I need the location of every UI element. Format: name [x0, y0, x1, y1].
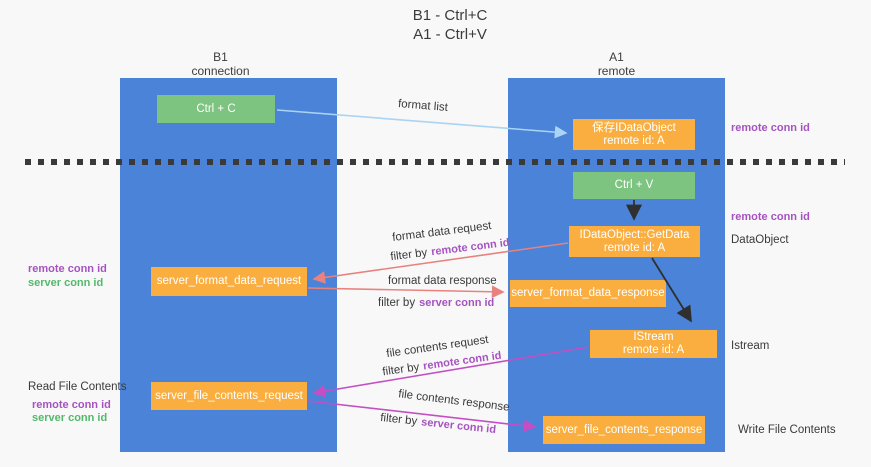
node-file-request-label: server_file_contents_request — [155, 389, 303, 402]
annotation-istream: Istream — [731, 340, 770, 352]
lifeline-header-a1: A1 remote — [524, 50, 709, 78]
annotation-left-mid-remote-conn-id: remote conn id — [28, 263, 107, 275]
diagram-title: B1 - Ctrl+C A1 - Ctrl+V — [350, 6, 550, 44]
annotation-right-top-remote-conn-id: remote conn id — [731, 122, 810, 134]
edge-label-format-list: format list — [398, 98, 449, 114]
node-format-request-label: server_format_data_request — [156, 275, 302, 287]
annotation-dataobject: DataObject — [731, 234, 789, 246]
filter-by-text: filter by — [378, 297, 416, 309]
node-ctrl-c-label: Ctrl + C — [196, 102, 236, 115]
node-server-file-contents-response: server_file_contents_response — [543, 416, 705, 444]
node-save-idataobject: 保存IDataObject remote id: A — [573, 119, 695, 150]
edge-label-filter-server-2: filter by server conn id — [380, 412, 497, 436]
format-list-text: format list — [397, 98, 449, 114]
lifeline-header-b1: B1 connection — [128, 50, 313, 78]
node-server-format-data-response: server_format_data_response — [510, 280, 666, 307]
annotation-read-file-contents: Read File Contents — [28, 381, 127, 393]
annotation-left-mid-server-conn-id: server conn id — [28, 277, 104, 289]
edge-label-filter-server-1: filter by server conn id — [378, 297, 494, 309]
filter-by-text: filter by — [381, 361, 421, 379]
node-istream: IStream remote id: A — [590, 330, 717, 358]
lifeline-b1-title: B1 — [213, 50, 228, 64]
node-format-response-label: server_format_data_response — [511, 287, 665, 299]
lifeline-b1-subtitle: connection — [191, 64, 250, 78]
node-file-response-label: server_file_contents_response — [545, 423, 703, 436]
node-ctrl-v-label: Ctrl + V — [614, 179, 654, 191]
arrow-format-data-response — [307, 285, 505, 299]
server-conn-id-text: server conn id — [420, 416, 497, 437]
server-conn-id-text: server conn id — [419, 297, 495, 309]
annotation-left-bottom-remote-conn-id: remote conn id — [32, 399, 111, 411]
annotation-right-mid-remote-conn-id: remote conn id — [731, 211, 810, 223]
node-istream-line2: remote id: A — [622, 344, 685, 356]
title-line-2: A1 - Ctrl+V — [413, 26, 487, 43]
node-server-format-data-request: server_format_data_request — [151, 267, 307, 296]
node-getdata-line2: remote id: A — [603, 241, 666, 254]
phase-divider-dashed-line — [25, 159, 845, 165]
node-getdata-line1: IDataObject::GetData — [579, 228, 690, 241]
edge-label-format-data-response: format data response — [388, 275, 497, 287]
node-server-file-contents-request: server_file_contents_request — [151, 382, 307, 410]
format-data-response-text: format data response — [388, 275, 497, 287]
lifeline-a1-title: A1 — [609, 50, 624, 64]
filter-by-text: filter by — [379, 411, 418, 428]
annotation-write-file-contents: Write File Contents — [738, 424, 836, 436]
file-contents-response-text: file contents response — [397, 388, 511, 414]
node-idataobject-getdata: IDataObject::GetData remote id: A — [569, 226, 700, 257]
node-save-idataobject-line1: 保存IDataObject — [592, 121, 676, 134]
node-istream-line1: IStream — [633, 331, 674, 343]
remote-conn-id-text: remote conn id — [430, 236, 511, 259]
title-line-1: B1 - Ctrl+C — [412, 7, 488, 24]
node-ctrl-v: Ctrl + V — [573, 172, 695, 199]
annotation-left-bottom-server-conn-id: server conn id — [32, 412, 108, 424]
filter-by-text: filter by — [389, 246, 428, 264]
lifeline-a1-subtitle: remote — [597, 64, 636, 78]
node-ctrl-c: Ctrl + C — [157, 95, 275, 123]
edge-label-file-contents-response: file contents response — [398, 388, 511, 414]
node-save-idataobject-line2: remote id: A — [603, 134, 665, 147]
